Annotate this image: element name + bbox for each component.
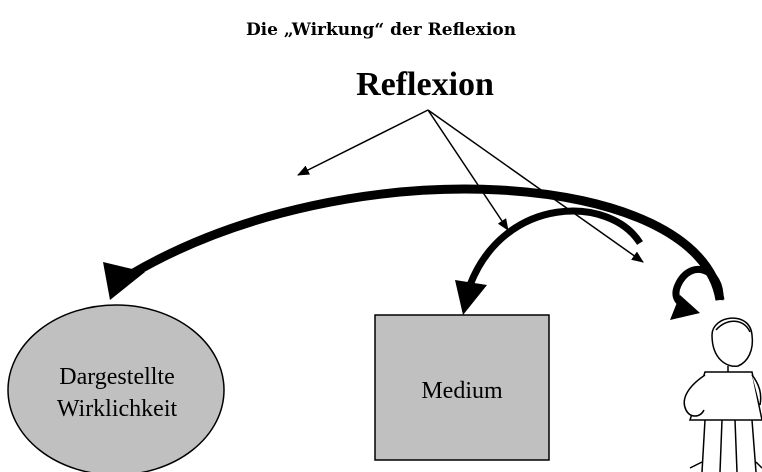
wirklichkeit-label-line1: Dargestellte <box>59 364 175 390</box>
thick-arrows <box>103 184 725 320</box>
thin-arrows <box>297 109 644 263</box>
arc-head-wirklichkeit <box>103 262 145 300</box>
arrow-to-person <box>427 109 644 263</box>
person-icon <box>683 317 762 472</box>
arrow-to-wirklichkeit <box>297 109 429 176</box>
wirklichkeit-ellipse <box>7 304 225 472</box>
medium-box <box>374 314 550 461</box>
page-title: Die „Wirkung“ der Reflexion <box>246 20 516 40</box>
arrow-to-medium <box>427 109 509 231</box>
arc-to-medium <box>466 207 643 287</box>
arc-head-medium <box>455 280 487 315</box>
wirklichkeit-node: Dargestellte Wirklichkeit <box>7 304 225 472</box>
medium-node: Medium <box>374 314 550 461</box>
reflexion-heading: Reflexion <box>356 66 494 103</box>
arc-to-wirklichkeit <box>127 184 725 301</box>
wirklichkeit-label-line2: Wirklichkeit <box>57 396 178 422</box>
self-loop-head <box>670 295 700 320</box>
medium-label: Medium <box>421 378 503 404</box>
